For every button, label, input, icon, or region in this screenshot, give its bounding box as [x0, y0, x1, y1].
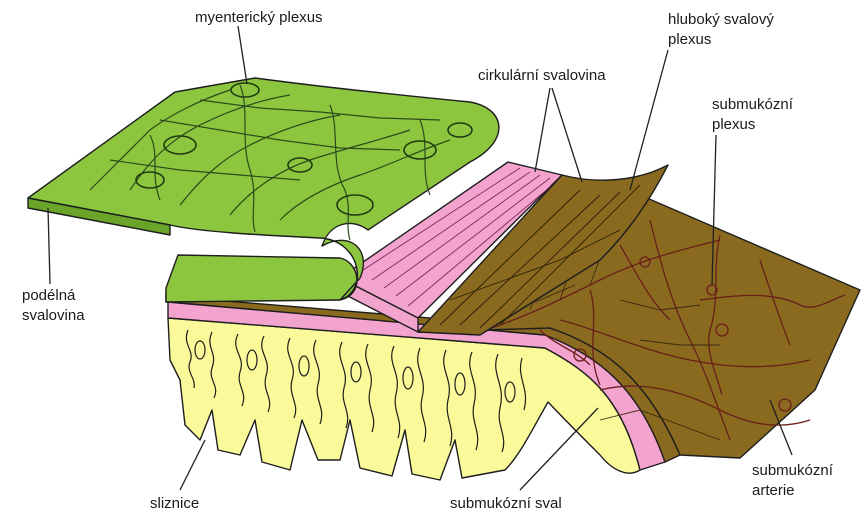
leader-myenteric-plexus — [238, 26, 247, 84]
label-deep-muscular-plexus-2: plexus — [668, 31, 711, 48]
label-myenteric-plexus: myenterický plexus — [195, 9, 323, 26]
label-mucosa: sliznice — [150, 495, 199, 512]
leader-circular-muscle-1 — [535, 88, 550, 172]
label-deep-muscular-plexus-1: hluboký svalový — [668, 11, 774, 28]
label-submucosal-plexus-2: plexus — [712, 116, 755, 133]
label-muscularis-mucosae: submukózní sval — [450, 495, 562, 512]
label-longitudinal-muscle-2: svalovina — [22, 307, 85, 324]
label-submucosal-artery-1: submukózní — [752, 462, 834, 479]
label-circular-muscle: cirkulární svalovina — [478, 67, 606, 84]
leader-circular-muscle-2 — [552, 88, 582, 182]
leader-mucosa — [180, 440, 205, 490]
label-submucosal-artery-2: arterie — [752, 482, 795, 499]
leader-longitudinal-muscle — [48, 208, 50, 284]
label-submucosal-plexus-1: submukózní — [712, 96, 794, 113]
longitudinal-muscle-front — [166, 255, 357, 302]
label-longitudinal-muscle-1: podélná — [22, 287, 76, 304]
